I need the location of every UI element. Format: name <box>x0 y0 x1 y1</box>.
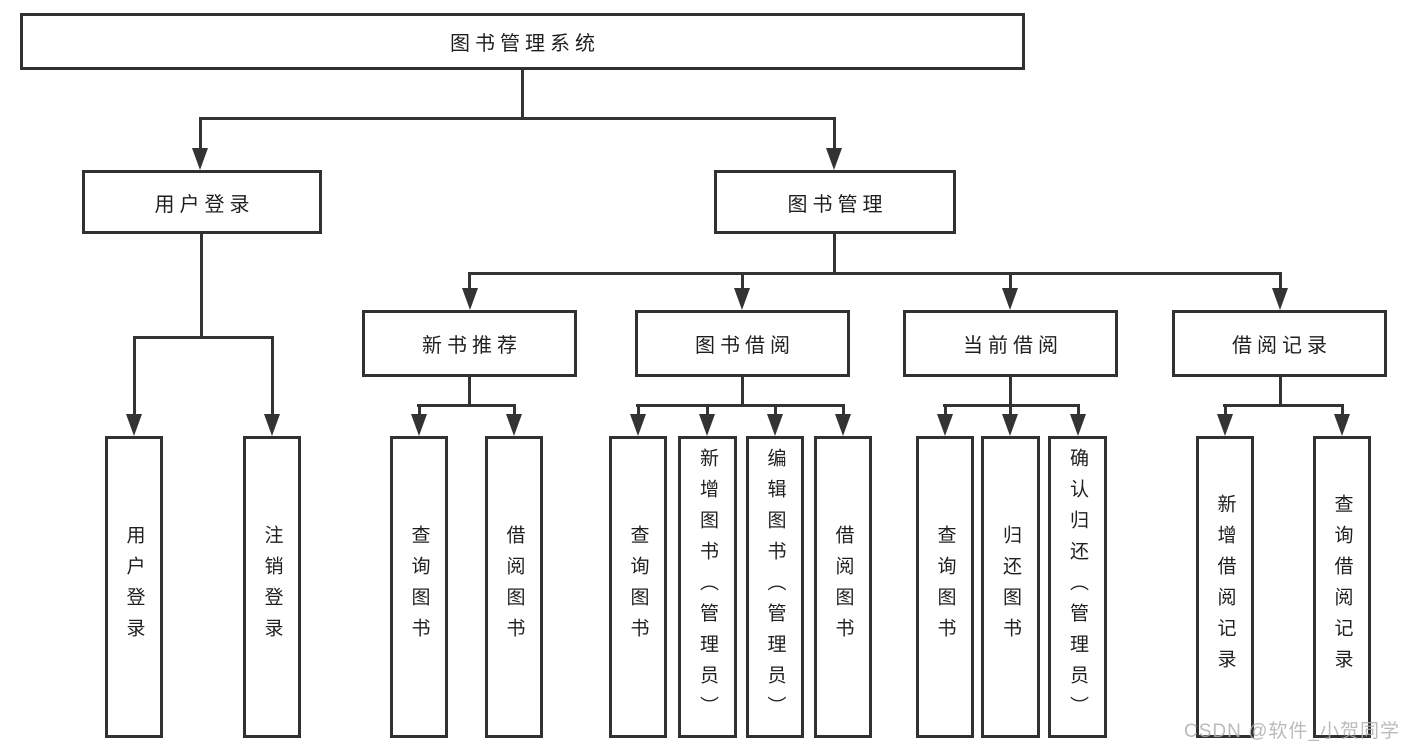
connector-line <box>637 404 640 416</box>
node-book-management-label: 图书管理 <box>787 193 888 216</box>
leaf-user-login-label: 用户登录 <box>123 525 145 649</box>
arrowhead-icon <box>1002 414 1018 436</box>
leaf-borrow-borrow-label: 借阅图书 <box>832 525 854 649</box>
connector-line <box>513 404 516 416</box>
node-current-borrow-label: 当前借阅 <box>963 335 1063 357</box>
leaf-borrow-query-label: 查询图书 <box>627 525 649 649</box>
leaf-current-query-label: 查询图书 <box>934 525 956 649</box>
node-book-borrow-label: 图书借阅 <box>695 335 795 357</box>
leaf-records-add: 新增借阅记录 <box>1196 436 1254 738</box>
arrowhead-icon <box>734 288 750 310</box>
connector-line <box>1009 404 1012 416</box>
leaf-current-confirm-admin: 确认归还︵管理员︶ <box>1048 436 1107 738</box>
connector-line <box>199 117 202 151</box>
connector-line <box>468 272 471 290</box>
connector-line <box>741 377 744 405</box>
arrowhead-icon <box>937 414 953 436</box>
leaf-borrow-edit-admin: 编辑图书︵管理员︶ <box>746 436 804 738</box>
connector-line <box>468 377 471 405</box>
connector-line <box>1224 404 1227 416</box>
arrowhead-icon <box>767 414 783 436</box>
node-book-management: 图书管理 <box>714 170 956 234</box>
leaf-borrow-add-admin: 新增图书︵管理员︶ <box>678 436 737 738</box>
node-root-label: 图书管理系统 <box>450 33 600 55</box>
arrowhead-icon <box>699 414 715 436</box>
leaf-current-return-label: 归还图书 <box>1000 525 1021 649</box>
arrowhead-icon <box>1002 288 1018 310</box>
arrowhead-icon <box>1217 414 1233 436</box>
arrowhead-icon <box>192 148 208 170</box>
connector-line <box>1341 404 1344 416</box>
connector-line <box>133 336 136 416</box>
node-borrow-records-label: 借阅记录 <box>1232 335 1332 357</box>
connector-line <box>636 404 844 407</box>
node-book-borrow: 图书借阅 <box>635 310 850 377</box>
leaf-current-return: 归还图书 <box>981 436 1040 738</box>
leaf-records-query: 查询借阅记录 <box>1313 436 1371 738</box>
connector-line <box>133 336 274 339</box>
arrowhead-icon <box>1334 414 1350 436</box>
arrowhead-icon <box>1070 414 1086 436</box>
connector-line <box>833 234 836 274</box>
connector-line <box>1009 377 1012 405</box>
arrowhead-icon <box>506 414 522 436</box>
arrowhead-icon <box>1272 288 1288 310</box>
connector-line <box>468 272 1281 275</box>
node-user-login-label: 用户登录 <box>154 193 255 216</box>
node-new-books-label: 新书推荐 <box>422 335 522 357</box>
leaf-newbooks-query: 查询图书 <box>390 436 448 738</box>
arrowhead-icon <box>630 414 646 436</box>
connector-line <box>417 404 516 407</box>
arrowhead-icon <box>835 414 851 436</box>
leaf-user-login: 用户登录 <box>105 436 163 738</box>
leaf-current-query: 查询图书 <box>916 436 974 738</box>
arrowhead-icon <box>826 148 842 170</box>
arrowhead-icon <box>126 414 142 436</box>
connector-line <box>271 336 274 416</box>
node-current-borrow: 当前借阅 <box>903 310 1118 377</box>
connector-line <box>1223 404 1343 407</box>
connector-line <box>199 117 836 120</box>
connector-line <box>1279 272 1282 290</box>
leaf-current-confirm-admin-label: 确认归还︵管理员︶ <box>1067 447 1088 727</box>
node-root: 图书管理系统 <box>20 13 1025 70</box>
connector-line <box>944 404 947 416</box>
connector-line <box>200 234 203 336</box>
connector-line <box>842 404 845 416</box>
leaf-logout-label: 注销登录 <box>261 525 283 649</box>
arrowhead-icon <box>462 288 478 310</box>
leaf-logout: 注销登录 <box>243 436 301 738</box>
leaf-records-add-label: 新增借阅记录 <box>1214 494 1236 680</box>
arrowhead-icon <box>411 414 427 436</box>
leaf-newbooks-query-label: 查询图书 <box>408 525 430 649</box>
connector-line <box>1009 272 1012 290</box>
leaf-borrow-query: 查询图书 <box>609 436 667 738</box>
node-borrow-records: 借阅记录 <box>1172 310 1387 377</box>
leaf-borrow-add-admin-label: 新增图书︵管理员︶ <box>697 447 718 727</box>
connector-line <box>1077 404 1080 416</box>
connector-line <box>741 272 744 290</box>
leaf-newbooks-borrow-label: 借阅图书 <box>503 525 525 649</box>
leaf-records-query-label: 查询借阅记录 <box>1331 494 1353 680</box>
leaf-borrow-borrow: 借阅图书 <box>814 436 872 738</box>
node-user-login: 用户登录 <box>82 170 322 234</box>
connector-line <box>774 404 777 416</box>
csdn-watermark: CSDN @软件_小贺同学 <box>1184 721 1400 742</box>
connector-line <box>833 117 836 151</box>
connector-line <box>418 404 421 416</box>
leaf-borrow-edit-admin-label: 编辑图书︵管理员︶ <box>764 447 786 727</box>
arrowhead-icon <box>264 414 280 436</box>
leaf-newbooks-borrow: 借阅图书 <box>485 436 543 738</box>
connector-line <box>706 404 709 416</box>
connector-line <box>1279 377 1282 405</box>
connector-line <box>521 69 524 117</box>
node-new-books: 新书推荐 <box>362 310 577 377</box>
